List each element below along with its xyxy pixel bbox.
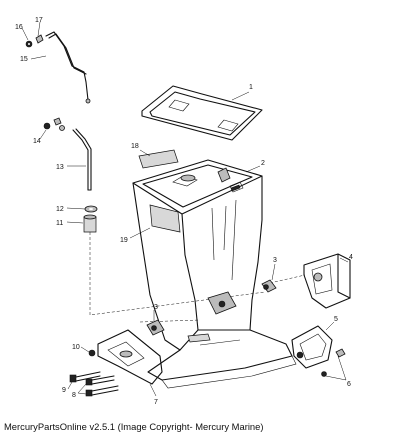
shift-rod-13 bbox=[72, 128, 92, 191]
driveshaft-housing-2 bbox=[132, 159, 297, 389]
bolts-8 bbox=[85, 375, 119, 397]
callout-13: 13 bbox=[56, 164, 64, 171]
callout-14: 14 bbox=[33, 138, 41, 145]
callout-18: 18 bbox=[131, 143, 139, 150]
nut-10 bbox=[88, 349, 96, 357]
grommet-12 bbox=[84, 205, 98, 213]
callout-19: 19 bbox=[120, 237, 128, 244]
exploded-parts-diagram: 1 2 3 3 4 5 6 7 8 9 10 11 12 13 14 15 16… bbox=[15, 17, 353, 406]
washer-17 bbox=[35, 34, 44, 44]
callout-11: 11 bbox=[56, 220, 63, 227]
callout-3b: 3 bbox=[154, 304, 158, 311]
callout-3a: 3 bbox=[273, 257, 277, 264]
cover-plate-5 bbox=[291, 325, 333, 369]
callout-15: 15 bbox=[20, 56, 28, 63]
callout-1: 1 bbox=[249, 84, 253, 91]
callout-9: 9 bbox=[62, 387, 66, 394]
mount-bracket-4 bbox=[303, 253, 351, 309]
callout-17: 17 bbox=[35, 17, 43, 24]
callout-16: 16 bbox=[15, 24, 23, 31]
callout-2: 2 bbox=[261, 160, 265, 167]
shift-rod-15 bbox=[45, 31, 91, 104]
leader-lines bbox=[21, 21, 349, 397]
gasket-1 bbox=[141, 85, 263, 141]
nut-14 bbox=[43, 117, 65, 131]
fitting-3b bbox=[146, 319, 165, 336]
bushing-11 bbox=[83, 214, 97, 233]
callout-10: 10 bbox=[72, 344, 80, 351]
callout-5: 5 bbox=[334, 316, 338, 323]
fitting-3a bbox=[261, 279, 277, 293]
callout-7: 7 bbox=[154, 399, 158, 406]
alignment-lines bbox=[89, 232, 306, 323]
callout-6: 6 bbox=[347, 381, 351, 388]
nut-6 bbox=[321, 348, 346, 377]
callout-labels: 1 2 3 3 4 5 6 7 8 9 10 11 12 13 14 15 16… bbox=[15, 17, 353, 406]
callout-4: 4 bbox=[349, 254, 353, 261]
mount-bracket-7 bbox=[97, 329, 163, 385]
callout-12: 12 bbox=[56, 206, 64, 213]
bolt-9 bbox=[69, 371, 101, 383]
nut-16 bbox=[25, 40, 33, 48]
decal-18 bbox=[138, 149, 179, 169]
image-caption: MercuryPartsOnline v2.5.1 (Image Copyrig… bbox=[4, 421, 264, 432]
callout-8: 8 bbox=[72, 392, 76, 399]
